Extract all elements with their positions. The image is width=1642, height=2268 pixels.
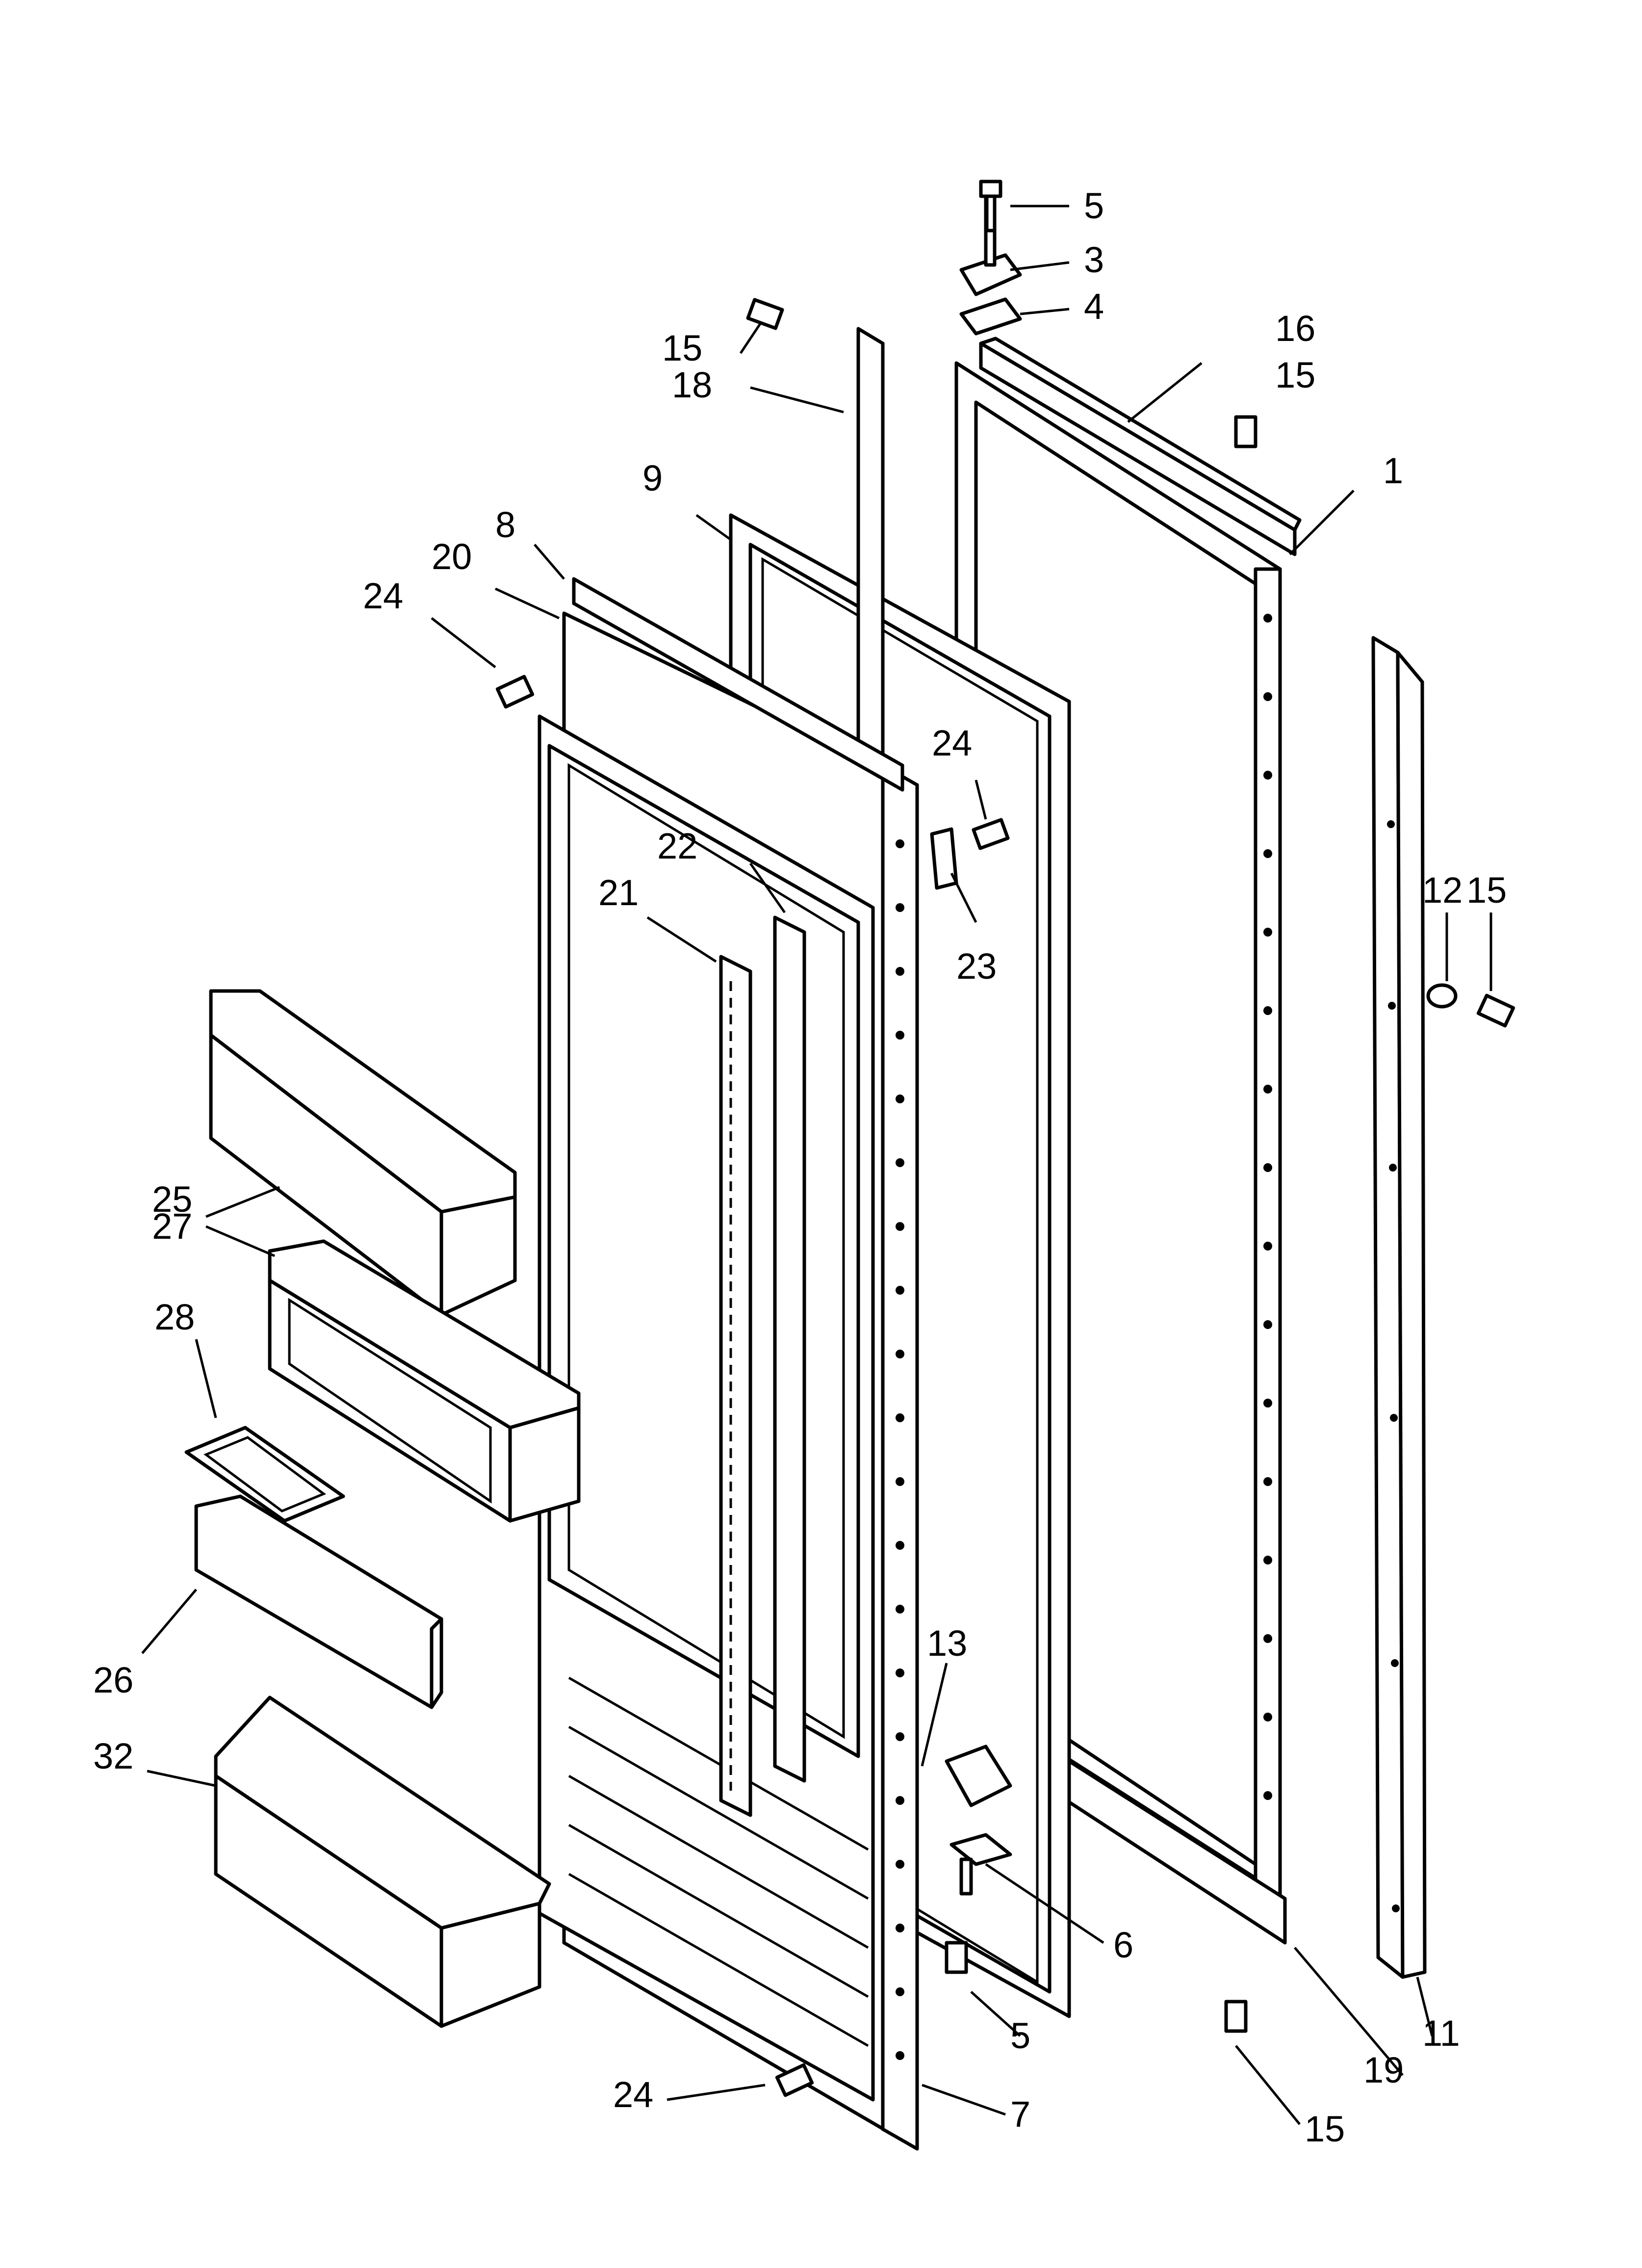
egg-tray-28 (184, 1426, 345, 1523)
bracket-23 (930, 827, 958, 890)
callout-16: 16 (1275, 308, 1315, 349)
callout-20: 20 (432, 536, 472, 577)
callout-3: 3 (1084, 239, 1104, 280)
shelf-rail-22 (773, 915, 806, 1783)
callout-21: 21 (598, 872, 639, 913)
callout-24-top: 24 (363, 575, 403, 616)
callout-27: 27 (152, 1206, 192, 1247)
callout-25: 25 (152, 1179, 192, 1220)
side-trim-11 (1371, 636, 1427, 1979)
inner-door-liner-20 (538, 714, 875, 2102)
liner-holes (896, 839, 904, 2060)
hinge-shim-4 (959, 297, 1022, 336)
callout-5-bottom: 5 (1010, 2015, 1030, 2056)
liner-ribs (568, 1676, 869, 2047)
door-bin-27 (209, 989, 517, 1317)
callout-28: 28 (154, 1297, 195, 1337)
callout-18: 18 (672, 365, 712, 405)
washer-12 (1426, 983, 1458, 1009)
callout-7: 7 (1010, 2094, 1030, 2135)
bin-cover-26 (194, 1494, 443, 1709)
callout-15-top-left: 15 (662, 328, 702, 368)
callout-6: 6 (1113, 1925, 1133, 1965)
dairy-compartment-25 (268, 1239, 581, 1523)
callout-labels: 5 3 4 16 15 15 1 18 9 8 20 24 24 23 22 2… (93, 185, 1507, 2149)
callout-26: 26 (93, 1660, 133, 1700)
callout-9: 9 (642, 458, 663, 498)
top-bracket-16 (979, 337, 1302, 556)
callout-15-bottom: 15 (1305, 2109, 1345, 2149)
callout-13: 13 (927, 1623, 967, 1664)
callout-22: 22 (657, 826, 697, 866)
screw-icons (495, 298, 1515, 2097)
callout-4: 4 (1084, 286, 1104, 327)
liner-top-strip-8 (572, 577, 904, 792)
callout-5-top: 5 (1084, 185, 1104, 226)
screw-5-top (979, 180, 1002, 233)
leader-lines (141, 205, 1492, 2125)
callout-11: 11 (1422, 2013, 1460, 2054)
bottom-hinge-6 (949, 1833, 1012, 1896)
shelf-rail-21 (719, 955, 752, 1817)
callout-8: 8 (495, 504, 515, 545)
panel-holes (1263, 614, 1272, 1800)
callout-15-right: 15 (1466, 870, 1507, 911)
callout-23: 23 (956, 946, 997, 987)
callout-19: 19 (1363, 2050, 1404, 2090)
hinge-plate-13 (945, 1745, 1012, 1807)
callout-1: 1 (1383, 450, 1403, 491)
door-bin-32 (214, 1695, 551, 2028)
callout-24-bottom: 24 (613, 2074, 653, 2115)
callout-12: 12 (1422, 870, 1462, 911)
callout-24-mid: 24 (932, 723, 972, 763)
callout-32: 32 (93, 1736, 133, 1776)
callout-15-top-right: 15 (1275, 355, 1315, 395)
